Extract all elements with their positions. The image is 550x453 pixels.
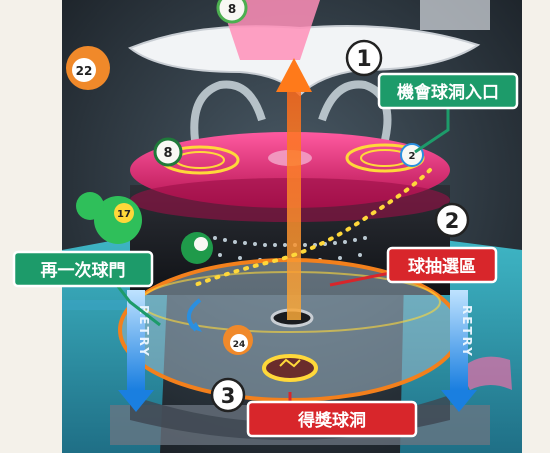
ball-center: 24 xyxy=(223,325,253,355)
right-retry-arrow: RETRY xyxy=(441,290,477,412)
ball-right: 2 xyxy=(400,143,424,167)
svg-text:1: 1 xyxy=(356,47,371,72)
lower-bowl xyxy=(120,260,460,400)
number-badge-2: 2 xyxy=(434,202,470,238)
callout-prize-hole: 得獎球洞 xyxy=(246,400,418,438)
svg-text:機會球洞入口: 機會球洞入口 xyxy=(397,82,499,103)
up-arrow-shaft xyxy=(287,90,301,320)
svg-text:3: 3 xyxy=(221,384,236,408)
ball-small-eight: 8 xyxy=(153,137,183,167)
svg-text:22: 22 xyxy=(76,64,93,78)
ball-green-small xyxy=(181,232,213,264)
callout-draw-zone: 球抽選區 xyxy=(386,246,498,284)
svg-text:17: 17 xyxy=(117,209,131,220)
svg-text:球抽選區: 球抽選區 xyxy=(408,256,476,277)
number-badge-1: 1 xyxy=(345,39,383,77)
ball-top: 8 xyxy=(216,0,248,24)
prize-hole xyxy=(262,354,318,382)
svg-text:8: 8 xyxy=(228,2,236,16)
svg-text:RETRY: RETRY xyxy=(137,305,151,358)
svg-text:8: 8 xyxy=(163,146,172,161)
ball-green: 17 xyxy=(76,192,142,244)
svg-text:24: 24 xyxy=(233,340,246,350)
svg-text:2: 2 xyxy=(445,209,460,233)
up-arrow-icon xyxy=(276,58,312,92)
callout-hole-entrance: 機會球洞入口 xyxy=(377,72,519,110)
left-retry-arrow: RETRY xyxy=(118,290,154,412)
callout-retry-gate: 再一次球門 xyxy=(12,250,154,288)
svg-text:得獎球洞: 得獎球洞 xyxy=(297,410,366,431)
svg-text:2: 2 xyxy=(409,151,416,162)
number-badge-3: 3 xyxy=(210,377,246,413)
svg-text:RETRY: RETRY xyxy=(460,305,474,358)
ball-left: 22 xyxy=(66,46,110,90)
ball-path-dots xyxy=(193,168,432,287)
svg-text:再一次球門: 再一次球門 xyxy=(41,260,126,281)
